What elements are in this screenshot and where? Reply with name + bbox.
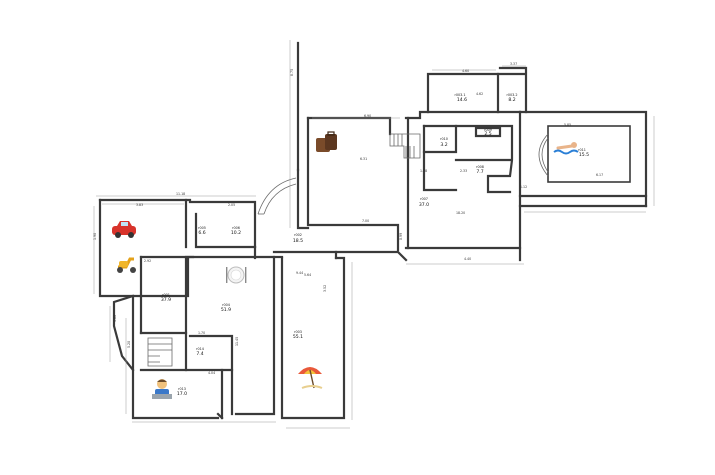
dim-13: 2.92 [144, 259, 151, 263]
room-r4-label: r009 [484, 128, 492, 132]
room-r14-area: 7.4 [196, 351, 203, 357]
dim-12: 5.64 [304, 273, 311, 277]
room-r11-label: r001 [162, 293, 170, 297]
dim-21: 3.52 [323, 285, 327, 292]
dim-2: 3.37 [510, 62, 517, 66]
room-r11-area: 37.9 [161, 297, 171, 303]
dim-1: 4.60 [462, 69, 469, 73]
dim-23: 18.20 [456, 211, 465, 215]
room-r1-area: 14.6 [457, 97, 467, 103]
dim-26: 1.12 [520, 185, 527, 189]
room-r1-label: r003.1 [454, 93, 465, 97]
room-r13-label: r003 [294, 330, 302, 334]
room-r4-area: 2.5 [484, 131, 491, 137]
dim-22: 6.17 [596, 173, 603, 177]
room-labels: r003.1 14.6 r003.2 8.2 r010 3.2 r009 2.5… [161, 93, 589, 397]
dim-18: 5.20 [127, 341, 131, 348]
dining-icon [226, 266, 247, 284]
dim-7: 11.18 [176, 192, 185, 196]
room-r6-label: r007 [420, 197, 428, 201]
dim-10: 1.90 [93, 233, 97, 240]
dim-15: 1.70 [198, 331, 205, 335]
room-r5-area: 7.7 [476, 169, 483, 175]
room-r12-label: r004 [222, 303, 230, 307]
swimming-pool [547, 125, 631, 183]
dim-9: 2.05 [228, 203, 235, 207]
room-r13-area: 55.1 [293, 334, 303, 340]
beach-umbrella-icon [298, 367, 323, 389]
room-r8-label: r005 [198, 226, 206, 230]
luggage-icon [316, 131, 337, 152]
dim-19: 9.44 [296, 271, 303, 275]
dim-25: 2.33 [460, 169, 467, 173]
dim-27: 0.99 [399, 233, 403, 240]
dim-3: 6.90 [364, 114, 371, 118]
car-icon [112, 221, 136, 238]
room-r9-label: r006 [232, 226, 240, 230]
dim-5: 6.31 [360, 157, 367, 161]
room-r10-area: 18.5 [293, 238, 303, 244]
room-r2-label: r003.2 [506, 93, 517, 97]
dim-17: 4.60 [113, 315, 117, 322]
room-r9-area: 10.2 [231, 230, 241, 236]
room-r10-label: r002 [294, 233, 302, 237]
room-r3-area: 3.2 [440, 142, 447, 148]
dim-20: 11.45 [235, 337, 239, 346]
room-r6-area: 37.0 [419, 202, 429, 208]
walls [98, 41, 648, 420]
dim-6: 5.85 [564, 123, 571, 127]
room-r2-area: 8.2 [508, 97, 515, 103]
swimmer-icon [553, 142, 579, 155]
dim-11: 7.00 [362, 219, 369, 223]
room-r15-area: 17.0 [177, 391, 187, 397]
dim-16: 4.04 [208, 371, 215, 375]
room-r14-label: r014 [196, 347, 204, 351]
scooter-icon [117, 257, 136, 273]
dim-0: 4.62 [476, 92, 483, 96]
staircase [147, 133, 421, 367]
room-r5-label: r008 [476, 165, 484, 169]
dim-4: 8.75 [290, 69, 294, 76]
dim-8: 3.83 [136, 203, 143, 207]
dimension-lines [93, 40, 655, 429]
room-r7-area: 15.5 [579, 152, 589, 158]
dim-24: 1.98 [420, 169, 427, 173]
dim-28: 4.40 [464, 257, 471, 261]
room-r3-label: r010 [440, 137, 448, 141]
room-r7-label: r011 [578, 148, 586, 152]
room-r8-area: 6.6 [198, 230, 205, 236]
room-r12-area: 51.9 [221, 307, 231, 313]
office-worker-icon [152, 379, 172, 399]
room-r15-label: r013 [178, 387, 186, 391]
